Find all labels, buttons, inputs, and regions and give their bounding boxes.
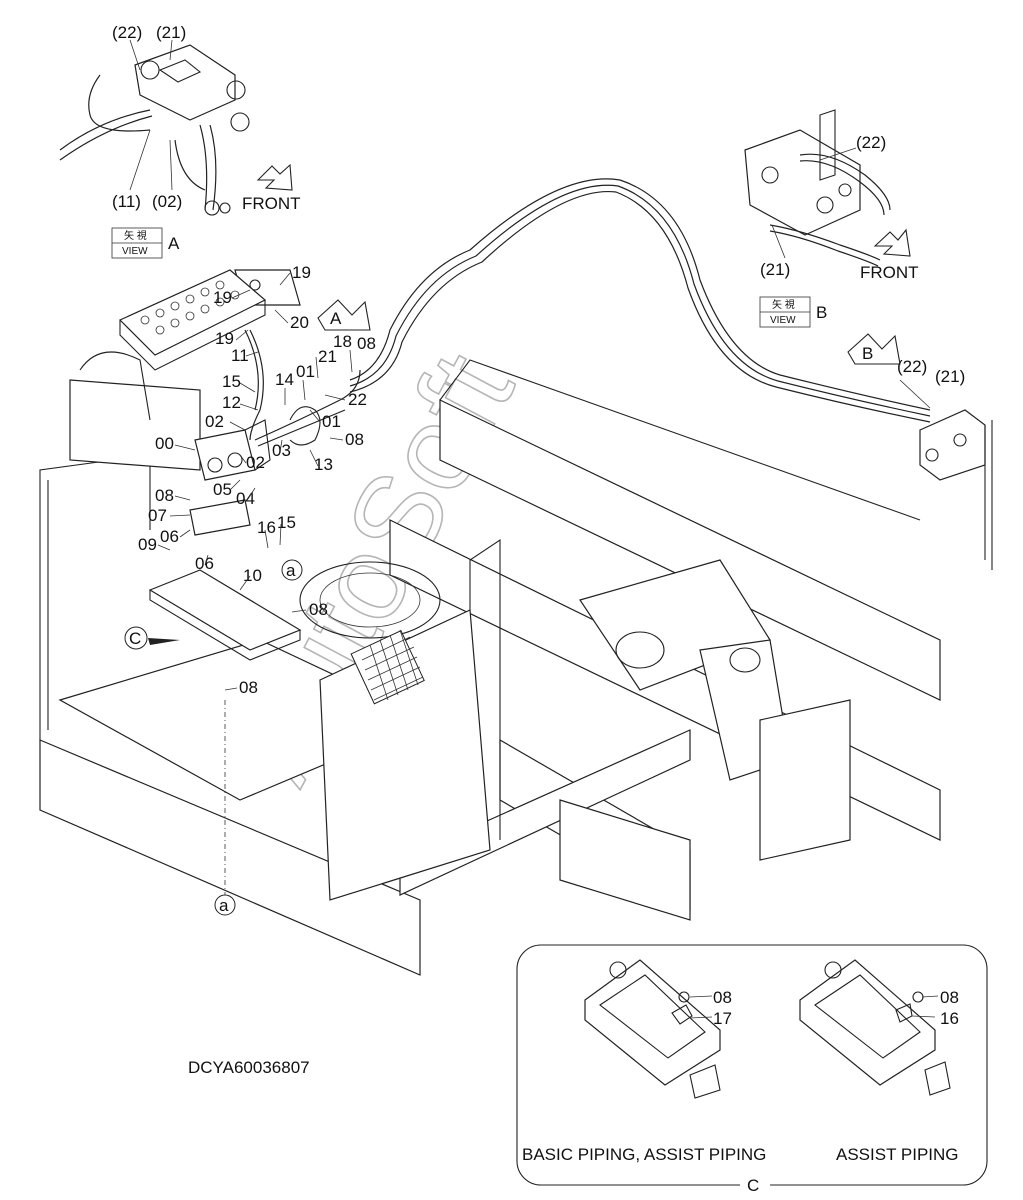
- part-number: 19: [215, 329, 234, 348]
- view-a-leaders: [129, 39, 173, 191]
- part-number: 19: [292, 263, 311, 282]
- view-a-callout-21: (21): [156, 23, 186, 42]
- part-number: 08: [309, 600, 328, 619]
- detail-c-left-part-08: 08: [713, 988, 732, 1007]
- part-number: 07: [148, 506, 167, 525]
- view-b-front-label: FRONT: [860, 263, 919, 282]
- arrow-marker-a: A: [317, 299, 371, 331]
- part-number: 08: [155, 486, 174, 505]
- remote-callout-22: (22): [897, 357, 927, 376]
- view-b-callout-21: (21): [760, 260, 790, 279]
- view-a-label-box: 矢 視 VIEW A: [111, 227, 180, 259]
- part-number: 15: [277, 513, 296, 532]
- view-b-kanji: 矢 視: [772, 298, 795, 311]
- detail-c-right-part-08: 08: [940, 988, 959, 1007]
- part-number: 18: [333, 332, 352, 351]
- view-b-label-box: 矢 視 VIEW B: [759, 296, 827, 328]
- part-number: 08: [239, 678, 258, 697]
- part-number: 22: [348, 390, 367, 409]
- part-leader-lines: [157, 272, 353, 691]
- detail-c-left-part-17: 17: [713, 1009, 732, 1028]
- view-a-letter: A: [168, 234, 180, 253]
- svg-text:a: a: [219, 896, 229, 915]
- part-number: 01: [296, 362, 315, 381]
- view-a-word: VIEW: [122, 246, 148, 257]
- part-number: 20: [290, 313, 309, 332]
- part-number: 16: [257, 518, 276, 537]
- step-deck: [118, 269, 267, 371]
- svg-text:A: A: [330, 309, 342, 328]
- part-number: 05: [213, 480, 232, 499]
- part-number: 01: [322, 412, 341, 431]
- part-number: 02: [246, 453, 265, 472]
- part-number: 11: [231, 346, 249, 365]
- upper-frame: [39, 351, 941, 976]
- drawing-code: DCYA60036807: [188, 1058, 310, 1077]
- detail-c-right-caption: ASSIST PIPING: [836, 1145, 959, 1164]
- part-number: 12: [222, 393, 241, 412]
- view-a-illustration: [59, 44, 250, 216]
- detail-c-letter-bg: [740, 1175, 770, 1195]
- part-number: 08: [345, 430, 364, 449]
- view-a-front-label: FRONT: [242, 194, 301, 213]
- view-b-leaders: [771, 147, 857, 259]
- view-a-callout-22: (22): [112, 23, 142, 42]
- part-number: 02: [205, 412, 224, 431]
- detail-c-bottom-letter: C: [747, 1176, 759, 1195]
- marker-a-lower: a: [214, 894, 236, 916]
- detail-c-left-caption: BASIC PIPING, ASSIST PIPING: [522, 1145, 766, 1164]
- arrow-marker-b: B: [847, 333, 901, 365]
- part-number: 14: [275, 370, 294, 389]
- hose-run: [349, 178, 931, 423]
- part-number-labels: 19 19 20 19 11 18 08 21 14 01 15 12 22 0…: [138, 263, 376, 697]
- svg-text:a: a: [286, 561, 296, 580]
- part-number: 13: [314, 455, 333, 474]
- view-b-callout-22: (22): [856, 133, 886, 152]
- part-number: 06: [160, 527, 179, 546]
- view-a-callout-02: (02): [152, 192, 182, 211]
- view-b-word: VIEW: [770, 315, 796, 326]
- svg-text:B: B: [862, 344, 873, 363]
- part-number: 06: [195, 554, 214, 573]
- part-number: 04: [236, 489, 255, 508]
- marker-a-upper: a: [281, 559, 303, 581]
- part-number: 08: [357, 334, 376, 353]
- view-a-kanji: 矢 視: [124, 229, 147, 242]
- part-number: 09: [138, 535, 157, 554]
- part-number: 15: [222, 372, 241, 391]
- view-a-front-arrow: [256, 163, 293, 191]
- part-number: 10: [243, 566, 262, 585]
- view-a-callout-11: (11): [112, 192, 141, 211]
- part-number: 21: [318, 347, 337, 366]
- part-number: 00: [155, 434, 174, 453]
- part-number: 19: [213, 288, 232, 307]
- view-b-letter: B: [816, 303, 827, 322]
- marker-c: C: [124, 626, 180, 650]
- detail-c-right-part-16: 16: [940, 1009, 959, 1028]
- svg-text:C: C: [129, 629, 141, 648]
- detail-c-panel: [516, 944, 988, 1186]
- remote-fitting-b: [899, 379, 993, 570]
- view-b-front-arrow: [873, 228, 911, 257]
- part-number: 03: [272, 441, 291, 460]
- remote-callout-21: (21): [935, 367, 965, 386]
